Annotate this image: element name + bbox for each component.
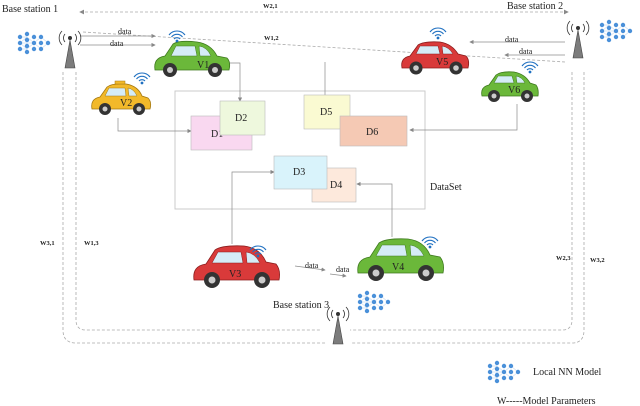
d6-label: D6 xyxy=(366,127,378,138)
weight-label-w32: W3,2 xyxy=(590,257,605,264)
legend-local-model: Local NN Model xyxy=(533,367,602,378)
weight-label-w23: W2,3 xyxy=(556,255,571,262)
data-labels: data data data data data data xyxy=(110,27,533,274)
weight-label-w31: W3,1 xyxy=(40,240,55,247)
vehicle-v4-label: V4 xyxy=(392,262,404,273)
wifi-icon xyxy=(168,30,186,43)
data-label: data xyxy=(305,261,319,270)
weight-label-w12: W1,2 xyxy=(264,35,279,42)
tower-icon xyxy=(566,20,590,59)
d2-label: D2 xyxy=(235,113,247,124)
base-station-3: Base station 3 xyxy=(273,290,391,345)
vehicle-v3: V3 xyxy=(193,245,280,288)
data-label: data xyxy=(519,47,533,56)
nn-model-icon xyxy=(17,31,51,55)
nn-model-icon xyxy=(357,290,391,314)
vehicle-v5: V5 xyxy=(401,27,470,75)
dataset-box-d2: D2 xyxy=(219,100,266,136)
d4-label: D4 xyxy=(330,180,342,191)
data-label: data xyxy=(110,39,124,48)
vehicle-v2: V2 xyxy=(91,72,152,115)
base-station-3-label: Base station 3 xyxy=(273,300,329,311)
d1-label: D1 xyxy=(211,129,223,140)
weight-label-w13: W1,3 xyxy=(84,240,99,247)
base-station-1: Base station 1 xyxy=(2,4,82,69)
dashed-loops xyxy=(62,9,585,344)
legend-params: W-----Model Parameters xyxy=(497,396,596,406)
nn-model-icon xyxy=(487,360,521,384)
vehicle-v2-label: V2 xyxy=(120,98,132,109)
data-label: data xyxy=(336,265,350,274)
vehicle-v6: V6 xyxy=(481,61,539,102)
wifi-icon xyxy=(133,72,151,85)
data-label: data xyxy=(118,27,132,36)
nn-model-icon xyxy=(599,19,633,43)
weight-label-w21: W2,1 xyxy=(263,3,278,10)
dataset-box-d3: D3 xyxy=(273,155,328,190)
dataset-label: DataSet xyxy=(430,182,462,193)
d5-label: D5 xyxy=(320,107,332,118)
dataset-container xyxy=(174,90,426,210)
tower-icon xyxy=(326,306,350,345)
vehicle-v1-label: V1 xyxy=(197,60,209,71)
tower-icon xyxy=(58,30,82,69)
vehicle-v5-label: V5 xyxy=(436,57,448,68)
dataset-box-d6: D6 xyxy=(339,115,408,147)
wifi-icon xyxy=(429,27,447,40)
vehicle-v3-label: V3 xyxy=(229,269,241,280)
base-station-1-label: Base station 1 xyxy=(2,4,58,15)
weight-labels: W2,1 W1,2 W3,1 W1,3 W2,3 W3,2 xyxy=(40,3,605,264)
legend: Local NN Model W-----Model Parameters xyxy=(487,360,602,406)
wifi-icon xyxy=(521,61,539,74)
d3-label: D3 xyxy=(293,167,305,178)
vehicle-v4: V4 xyxy=(357,236,444,281)
base-station-2-label: Base station 2 xyxy=(507,1,563,12)
data-label: data xyxy=(505,35,519,44)
vehicle-v1: V1 xyxy=(154,30,231,77)
vehicle-v6-label: V6 xyxy=(508,85,520,96)
data-arrows xyxy=(80,33,565,278)
base-station-2: Base station 2 xyxy=(507,1,633,59)
